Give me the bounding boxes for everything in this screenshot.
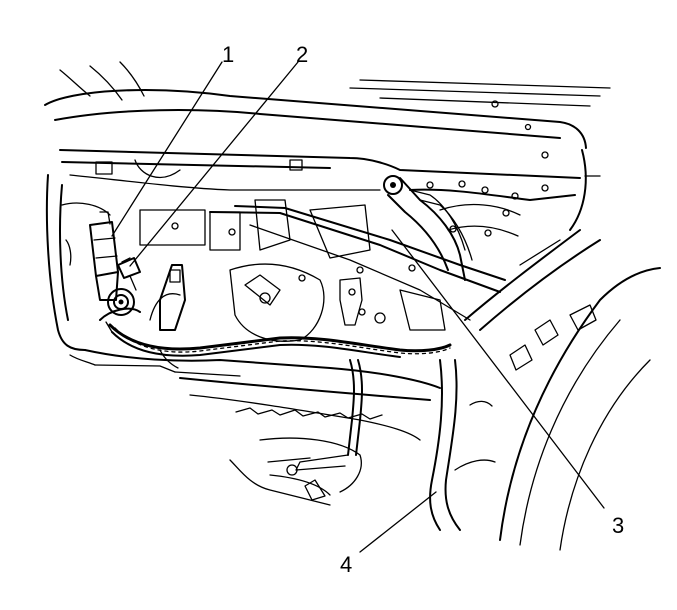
leader-line-2 (129, 61, 299, 267)
leader-line-1 (111, 61, 223, 237)
leader-lines (111, 61, 605, 553)
body-pillar (429, 203, 661, 551)
callout-1: 1 (222, 42, 234, 67)
callout-3: 3 (612, 513, 624, 538)
regulator-bracket (149, 264, 186, 331)
door-inner-panel (45, 174, 441, 389)
leader-line-4 (359, 491, 437, 553)
window-regulator-rail (209, 175, 506, 321)
leader-line-3 (391, 229, 605, 509)
panel-stampings (139, 180, 549, 342)
callout-4: 4 (340, 552, 352, 577)
callouts: 1 2 3 4 (222, 42, 624, 577)
window-motor (89, 211, 141, 333)
motor-connector (117, 257, 141, 291)
callout-2: 2 (296, 42, 308, 67)
door-lower-section (179, 377, 431, 506)
window-frame-right (409, 149, 601, 231)
door-belt-rail (59, 149, 581, 191)
door-upper-frame (44, 61, 611, 159)
